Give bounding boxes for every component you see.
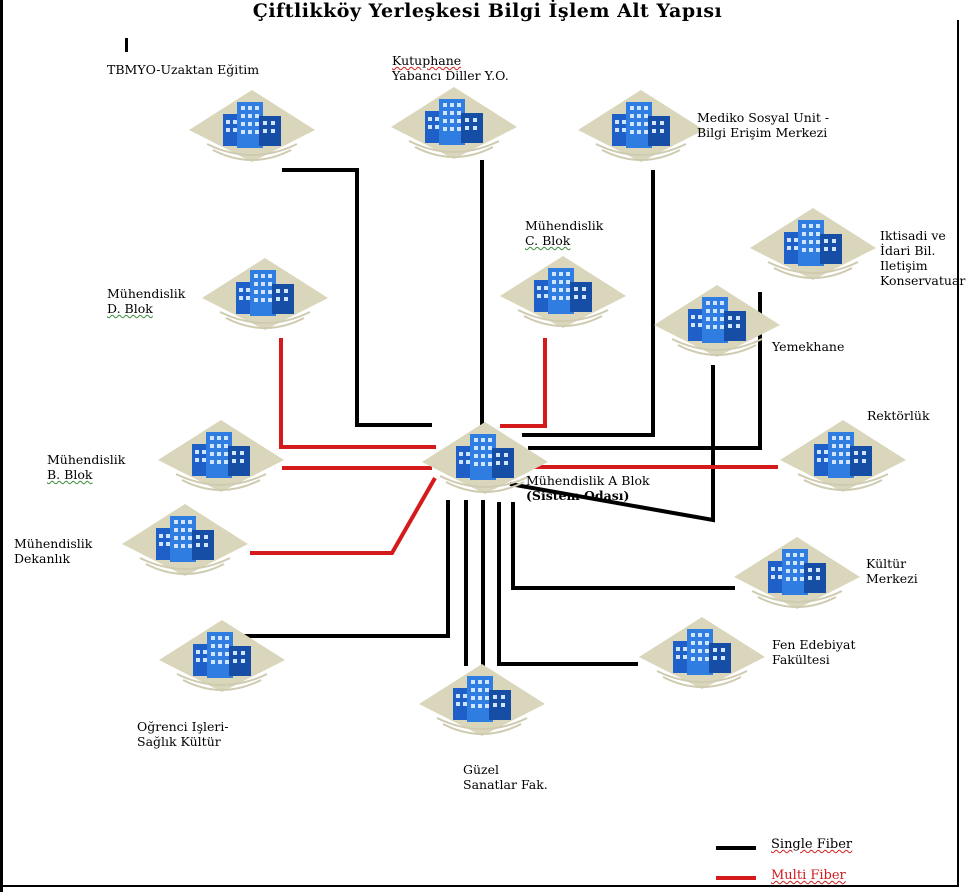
label-line: Yemekhane: [772, 339, 845, 354]
building-icon-mediko[interactable]: [574, 88, 708, 170]
building-icon-kultur[interactable]: [730, 535, 864, 617]
label-mediko: Mediko Sosyal Unit - Bilgi Erişim Merkez…: [697, 110, 829, 140]
building-icon-muh-c[interactable]: [496, 254, 630, 336]
label-tbmyo: TBMYO-Uzaktan Eğitim: [107, 62, 259, 77]
building-icon-muh-d[interactable]: [198, 256, 332, 338]
label-kultur: Kültür Merkezi: [866, 556, 918, 586]
frame-border-bottom: [0, 885, 959, 887]
legend-multi-text: Multi Fiber: [771, 868, 846, 883]
link-fen: [497, 502, 638, 666]
label-line: Mühendislik: [525, 218, 604, 233]
building-icon-yemekhane[interactable]: [650, 283, 784, 365]
link-yemekhane: [509, 365, 715, 523]
label-fen: Fen Edebiyat Fakültesi: [772, 637, 855, 667]
building-icon-ogrenci[interactable]: [155, 618, 289, 700]
label-kutuphane: Kutuphane Yabancı Diller Y.O.: [392, 53, 509, 83]
label-line: Kültür: [866, 556, 907, 571]
label-ogrenci: Oğrenci Işleri- Sağlık Kültür: [137, 719, 229, 749]
label-line: Yabancı Diller Y.O.: [392, 68, 509, 83]
text-cursor: [125, 38, 128, 52]
label-line: Mühendislik: [14, 536, 93, 551]
legend-single-swatch: [716, 846, 756, 850]
frame-border-left: [0, 0, 3, 892]
building-icon-muh-a[interactable]: [418, 420, 552, 502]
label-rektorluk: Rektörlük: [867, 408, 930, 423]
label-iktisadi: Iktisadi ve İdari Bil. Iletişim Konserva…: [880, 228, 965, 288]
label-line: Mediko Sosyal Unit -: [697, 110, 830, 125]
frame-border-right: [957, 20, 959, 886]
label-line: Fakültesi: [772, 652, 830, 667]
label-line: Sağlık Kültür: [137, 734, 221, 749]
label-muh-d: Mühendislik D. Blok: [107, 286, 185, 316]
label-muh-b: Mühendislik B. Blok: [47, 452, 125, 482]
label-line: D. Blok: [107, 301, 153, 316]
label-line: Iktisadi ve: [880, 228, 946, 243]
label-line: Mühendislik: [107, 286, 186, 301]
label-line: Iletişim: [880, 258, 928, 273]
link-muh-c: [500, 338, 547, 428]
label-line: Fen Edebiyat: [772, 637, 856, 652]
label-line: C. Blok: [525, 233, 571, 248]
label-line: (Sistem Odası): [526, 488, 630, 503]
label-line: Mühendislik: [47, 452, 126, 467]
link-iktisadi: [528, 292, 762, 450]
label-muh-a: Mühendislik A Blok (Sistem Odası): [526, 473, 650, 503]
diagram-title: Çiftlikköy Yerleşkesi Bilgi İşlem Alt Ya…: [252, 0, 723, 22]
label-dekanlik: Mühendislik Dekanlık: [14, 536, 92, 566]
label-line: İdari Bil.: [880, 243, 936, 258]
building-icon-tbmyo[interactable]: [185, 88, 319, 170]
building-icon-dekanlik[interactable]: [118, 502, 252, 584]
label-line: Rektörlük: [867, 408, 930, 423]
label-line: Sanatlar Fak.: [463, 777, 548, 792]
building-icon-guzel[interactable]: [415, 662, 549, 744]
link-ogrenci: [232, 500, 450, 638]
label-line: B. Blok: [47, 467, 93, 482]
building-icon-kutuphane[interactable]: [387, 85, 521, 167]
legend-single-label: Single Fiber: [771, 837, 853, 852]
label-line: Merkezi: [866, 571, 918, 586]
label-line: Oğrenci Işleri-: [137, 719, 229, 734]
label-line: Kutuphane: [392, 53, 462, 68]
building-icon-fen[interactable]: [635, 615, 769, 697]
legend-multi-swatch: [716, 876, 756, 880]
link-tbmyo: [282, 168, 432, 427]
legend-multi-label: Multi Fiber: [771, 868, 846, 883]
label-line: Konservatuar: [880, 273, 966, 288]
link-kultur: [511, 502, 735, 590]
link-muh-d: [279, 338, 436, 449]
label-line: Dekanlık: [14, 551, 71, 566]
building-icon-iktisadi[interactable]: [746, 206, 880, 288]
building-icon-muh-b[interactable]: [154, 418, 288, 500]
link-dekanlik: [250, 477, 437, 555]
label-line: TBMYO-Uzaktan Eğitim: [107, 62, 260, 77]
building-icon-rektorluk[interactable]: [776, 418, 910, 500]
link-mediko: [522, 170, 655, 437]
label-yemekhane: Yemekhane: [772, 339, 844, 354]
label-guzel: Güzel Sanatlar Fak.: [463, 762, 548, 792]
label-line: Bilgi Erişim Merkezi: [697, 125, 828, 140]
label-line: Mühendislik A Blok: [526, 473, 650, 488]
label-muh-c: Mühendislik C. Blok: [525, 218, 603, 248]
label-line: Güzel: [463, 762, 500, 777]
